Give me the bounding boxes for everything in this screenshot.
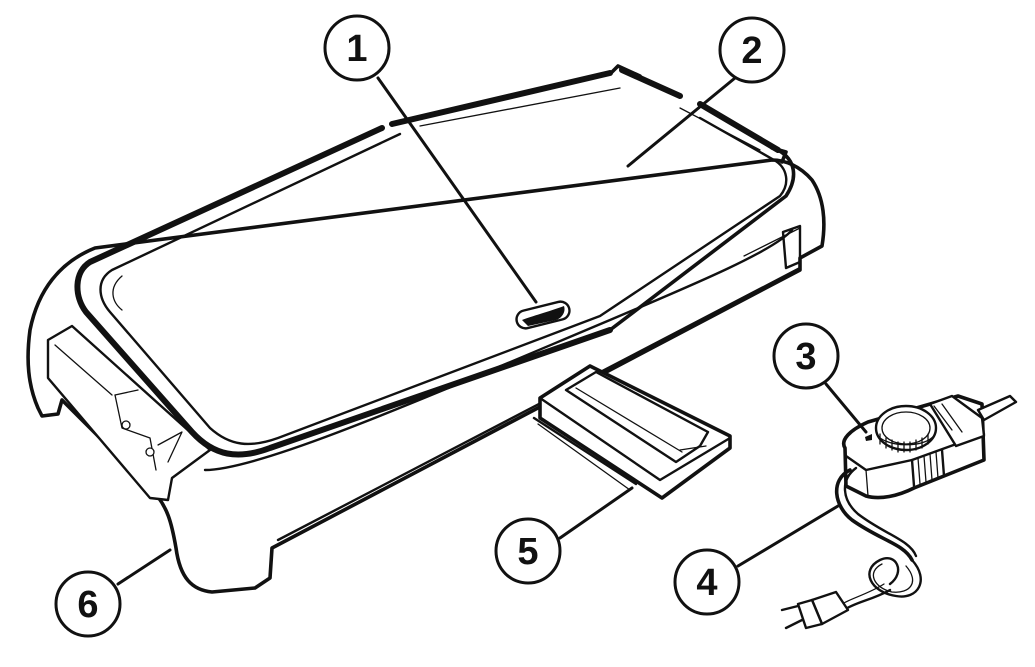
- leader-lines: [116, 76, 868, 586]
- callout-3: 3: [772, 322, 840, 390]
- callout-2: 2: [718, 16, 786, 84]
- callout-5-number: 5: [517, 531, 538, 573]
- callout-4: 4: [673, 548, 741, 616]
- callout-6-number: 6: [77, 584, 98, 626]
- temperature-control: [780, 394, 1018, 630]
- callout-3-number: 3: [795, 336, 816, 378]
- callout-4-number: 4: [696, 562, 717, 604]
- griddle-base: [26, 158, 826, 594]
- callout-1-number: 1: [346, 28, 367, 70]
- callout-2-number: 2: [741, 30, 762, 72]
- cooking-plate: [74, 64, 796, 458]
- grease-slot: [515, 300, 571, 330]
- callout-1: 1: [323, 14, 391, 82]
- drip-tray: [532, 364, 732, 500]
- callout-6: 6: [54, 570, 122, 638]
- callout-5: 5: [494, 517, 562, 585]
